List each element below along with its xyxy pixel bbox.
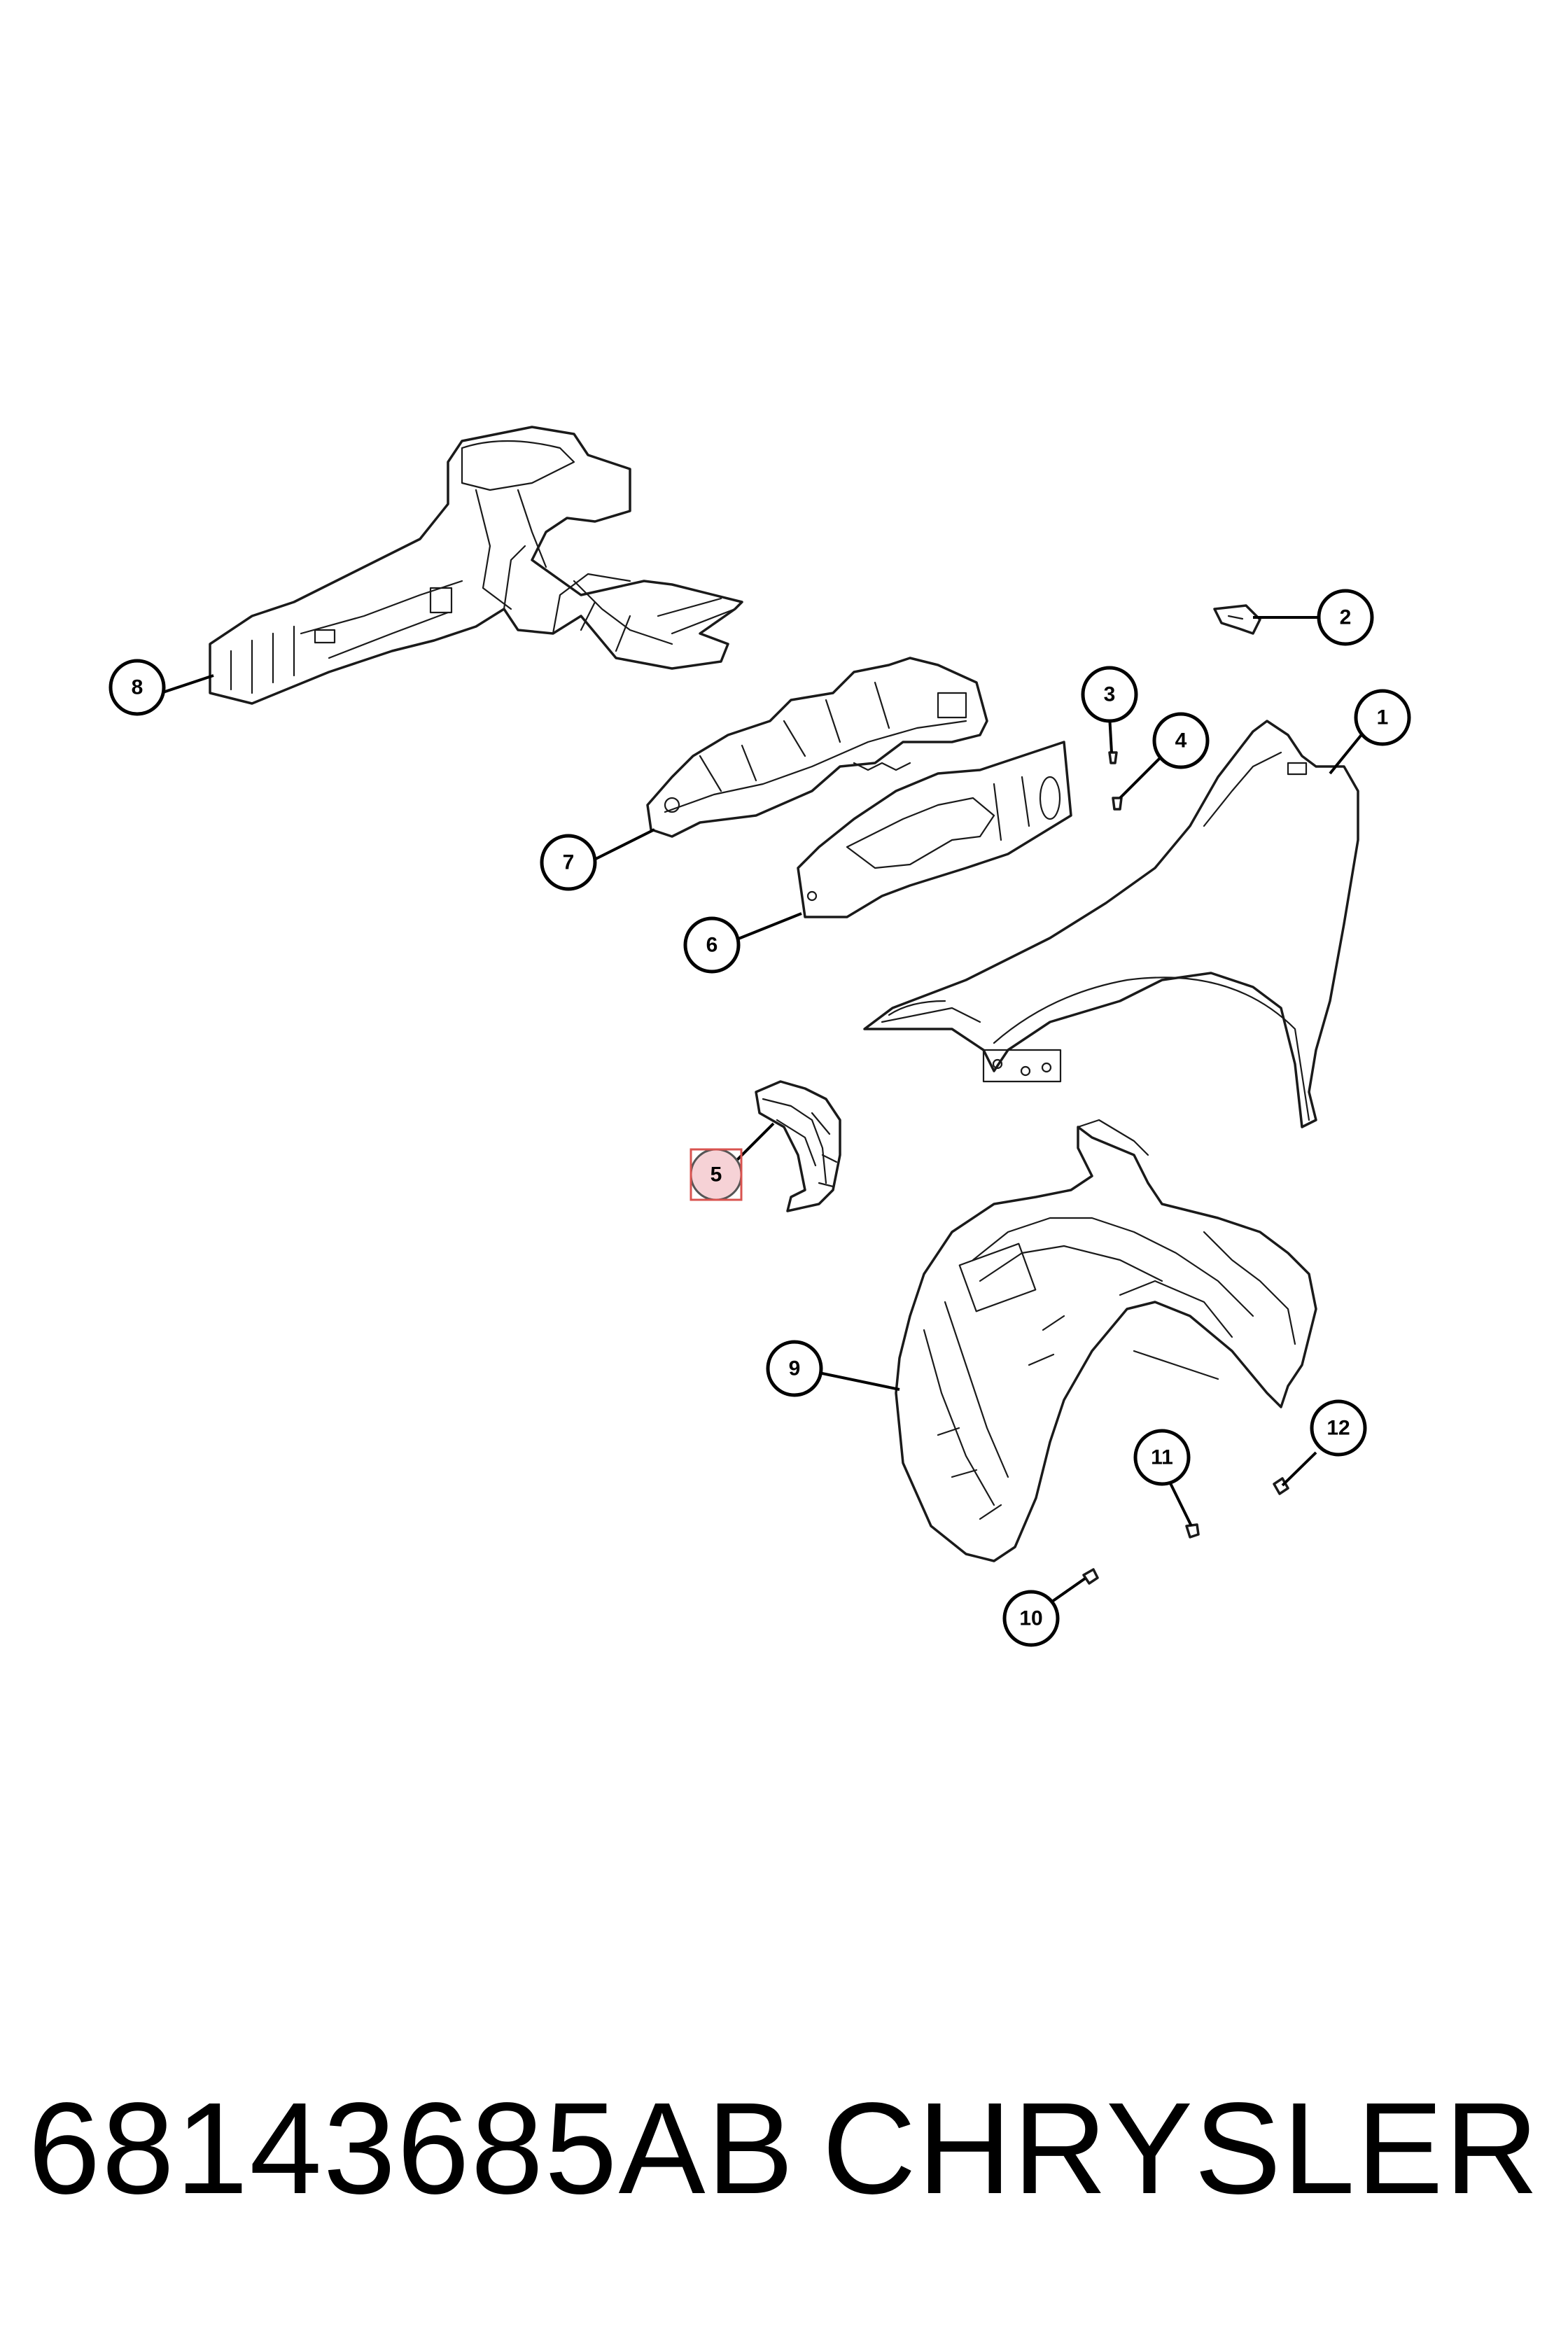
shield-bracket-part bbox=[755, 1080, 841, 1212]
wheelhouse-liner-part bbox=[895, 1119, 1317, 1562]
frame-rail-part bbox=[209, 426, 743, 705]
front-fender-part bbox=[863, 720, 1359, 1128]
screw-part bbox=[1108, 751, 1118, 764]
screw-part-2 bbox=[1112, 797, 1123, 811]
callout-5-label: 5 bbox=[710, 1163, 722, 1186]
screw-part-3 bbox=[1185, 1523, 1200, 1539]
callout-2-label: 2 bbox=[1340, 606, 1352, 629]
part-caption: 68143685AB CHRYSLER bbox=[28, 2072, 1540, 2226]
callout-12-label: 12 bbox=[1326, 1417, 1350, 1440]
clip-part bbox=[1082, 1568, 1099, 1585]
callout-6-label: 6 bbox=[706, 934, 718, 957]
rail-bracket-part bbox=[646, 657, 988, 838]
callout-6: 6 bbox=[683, 916, 741, 974]
part-number: 68143685AB bbox=[28, 2076, 795, 2221]
callout-8: 8 bbox=[108, 659, 166, 716]
callout-7-label: 7 bbox=[563, 851, 575, 874]
callout-4: 4 bbox=[1152, 712, 1210, 769]
brand-name: CHRYSLER bbox=[822, 2076, 1540, 2221]
highlight-box bbox=[690, 1148, 743, 1201]
callout-3-label: 3 bbox=[1104, 683, 1116, 706]
callout-4-label: 4 bbox=[1175, 729, 1187, 752]
callout-8-label: 8 bbox=[132, 676, 144, 699]
callout-12: 12 bbox=[1310, 1399, 1367, 1457]
callout-5: 5 bbox=[690, 1148, 743, 1201]
callout-7: 7 bbox=[540, 834, 597, 891]
callout-11: 11 bbox=[1133, 1429, 1191, 1486]
small-bracket-part bbox=[1213, 604, 1261, 635]
callout-9: 9 bbox=[766, 1340, 823, 1397]
callout-10-label: 10 bbox=[1019, 1607, 1042, 1630]
callout-1: 1 bbox=[1354, 689, 1411, 746]
callout-9-label: 9 bbox=[789, 1357, 801, 1380]
callout-11-label: 11 bbox=[1151, 1446, 1173, 1469]
callout-1-label: 1 bbox=[1377, 706, 1389, 729]
callout-3: 3 bbox=[1081, 666, 1138, 723]
callout-2: 2 bbox=[1317, 589, 1374, 646]
callout-10: 10 bbox=[1002, 1590, 1060, 1647]
fender-support-part bbox=[797, 741, 1072, 918]
